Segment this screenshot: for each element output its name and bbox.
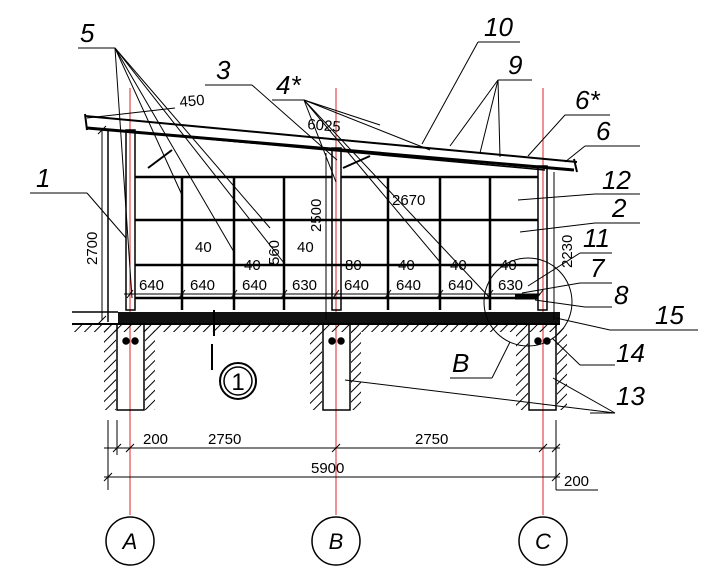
callout-2: 2 bbox=[611, 193, 627, 223]
leader-lines bbox=[30, 41, 698, 414]
dim-base-200-right: 200 bbox=[564, 473, 589, 490]
footing-b-hatch-left bbox=[310, 328, 322, 410]
dim-panel-640-2: 640 bbox=[190, 277, 215, 294]
dim-panel-640-1: 640 bbox=[139, 277, 164, 294]
section-mark-outer bbox=[219, 362, 257, 400]
dim-40-e: 40 bbox=[450, 257, 467, 274]
dim-height-2500: 2500 bbox=[308, 199, 325, 232]
glazing-frame bbox=[135, 175, 538, 310]
dim-inner-2670: 2670 bbox=[392, 192, 425, 209]
dim-panel-640-4: 640 bbox=[344, 277, 369, 294]
callout-13: 13 bbox=[616, 381, 645, 411]
footing-b bbox=[322, 323, 351, 411]
callout-8: 8 bbox=[614, 280, 629, 310]
dim-panel-640-6: 640 bbox=[448, 277, 473, 294]
callout-12: 12 bbox=[602, 165, 631, 195]
dim-40-c: 40 bbox=[297, 239, 314, 256]
dim-panel-640-5: 640 bbox=[396, 277, 421, 294]
dim-panel-630-2: 630 bbox=[498, 277, 523, 294]
dimension-texts: 450 6025 2700 2500 2230 2670 560 40 40 4… bbox=[84, 92, 589, 490]
anchor-a-right bbox=[131, 337, 139, 345]
dim-height-2230: 2230 bbox=[559, 235, 576, 268]
axis-bubbles: A B C bbox=[105, 516, 568, 566]
callout-4-star: 4* bbox=[276, 70, 301, 100]
roof-end-left bbox=[84, 113, 88, 131]
footing-c-hatch-left bbox=[516, 328, 528, 410]
callout-6: 6 bbox=[596, 116, 611, 146]
dim-panel-640-3: 640 bbox=[242, 277, 267, 294]
callout-9: 9 bbox=[508, 50, 522, 80]
dim-roof-6025: 6025 bbox=[307, 116, 342, 136]
dim-height-2700: 2700 bbox=[84, 232, 101, 265]
callout-3: 3 bbox=[216, 55, 231, 85]
section-mark: 1 bbox=[219, 362, 257, 400]
callout-5: 5 bbox=[80, 18, 95, 48]
footing-b-hatch-right bbox=[351, 328, 361, 410]
columns bbox=[107, 129, 548, 322]
footing-c-hatch-right bbox=[557, 328, 567, 410]
footing-a-hatch-left bbox=[104, 328, 116, 410]
axis-label-b: B bbox=[329, 529, 344, 554]
roof-ridge-left bbox=[147, 149, 173, 169]
roof-purlin bbox=[119, 130, 341, 151]
callout-detail-b: B bbox=[452, 348, 469, 378]
axis-bubble-c bbox=[518, 516, 568, 566]
callout-6-star: 6* bbox=[575, 85, 600, 115]
dim-roof-450: 450 bbox=[179, 92, 205, 111]
dim-80: 80 bbox=[345, 257, 362, 274]
callout-7: 7 bbox=[590, 253, 606, 283]
foundations bbox=[104, 323, 567, 411]
dim-40-b: 40 bbox=[244, 257, 261, 274]
anchor-b-right bbox=[337, 337, 345, 345]
anchor-a-left bbox=[122, 337, 130, 345]
dim-40-a: 40 bbox=[195, 239, 212, 256]
dimension-lines bbox=[86, 107, 598, 491]
footing-a bbox=[116, 323, 145, 411]
callout-11: 11 bbox=[583, 223, 610, 253]
dim-panel-630-1: 630 bbox=[292, 277, 317, 294]
dim-560: 560 bbox=[266, 240, 283, 265]
roof-top-line bbox=[84, 115, 578, 163]
axis-bubble-b bbox=[311, 516, 361, 566]
dim-base-5900: 5900 bbox=[311, 460, 344, 477]
dim-40-f: 40 bbox=[500, 257, 517, 274]
callout-14: 14 bbox=[616, 338, 645, 368]
dim-base-200-left: 200 bbox=[143, 431, 168, 448]
callout-10: 10 bbox=[484, 12, 513, 42]
dim-base-2750-b: 2750 bbox=[415, 431, 448, 448]
dim-base-2750-a: 2750 bbox=[208, 431, 241, 448]
anchor-c-left bbox=[534, 337, 542, 345]
footing-a-hatch-right bbox=[145, 328, 155, 410]
roof-end-right bbox=[573, 158, 578, 173]
dim-40-d: 40 bbox=[398, 257, 415, 274]
column-c bbox=[537, 165, 548, 311]
anchor-b-left bbox=[328, 337, 336, 345]
axis-label-a: A bbox=[121, 529, 138, 554]
axis-bubble-a bbox=[105, 516, 155, 566]
floor-slab bbox=[118, 312, 560, 323]
callout-labels: 1 5 3 4* 10 9 6* 6 12 2 11 7 8 15 14 13 … bbox=[36, 12, 684, 411]
section-mark-inner bbox=[223, 366, 253, 396]
detail-circle-b bbox=[483, 257, 573, 347]
section-mark-number: 1 bbox=[231, 369, 244, 396]
footing-c bbox=[528, 323, 557, 411]
column-b bbox=[331, 147, 342, 311]
callout-15: 15 bbox=[655, 300, 684, 330]
axis-label-c: C bbox=[535, 529, 551, 554]
callout-1: 1 bbox=[36, 163, 50, 193]
